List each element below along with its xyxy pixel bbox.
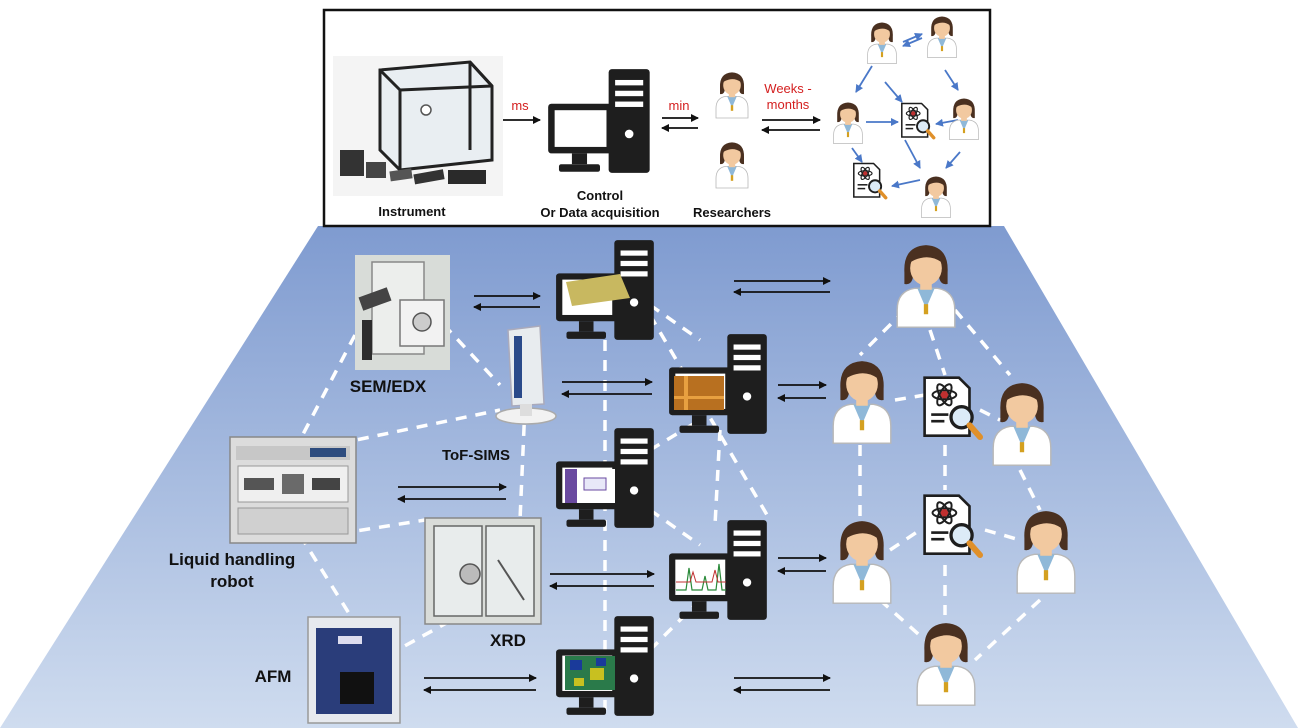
xrd-photo — [424, 517, 542, 625]
arrow-pair-icon — [473, 292, 541, 311]
timescale-min: min — [669, 98, 690, 113]
afm-photo — [307, 616, 401, 724]
top-panel: Instrument ms Control Or Data acquisitio… — [322, 8, 992, 228]
liquid-handling-label-line2: robot — [210, 572, 254, 591]
control-label-line1: Control — [577, 188, 623, 203]
timescale-weeks-line2: months — [767, 97, 810, 112]
control-label-line2: Or Data acquisition — [540, 205, 659, 220]
arrow-pair-icon — [733, 277, 831, 296]
liquid-handling-photo — [229, 436, 357, 544]
arrow-pair-icon — [777, 554, 827, 575]
sem-edx-label: SEM/EDX — [350, 377, 427, 396]
collaboration-network — [851, 33, 961, 189]
xrd-pattern-screen — [676, 563, 726, 591]
arrow-pair-icon — [733, 674, 831, 694]
afm-label: AFM — [255, 667, 292, 686]
arrow-pair-icon — [561, 378, 653, 398]
arrow-pair-icon — [777, 381, 827, 402]
tof-sims-label: ToF-SIMS — [442, 447, 510, 464]
arrow-pair-icon — [397, 483, 507, 503]
xrd-label: XRD — [490, 631, 526, 650]
timescale-ms: ms — [511, 98, 529, 113]
researchers-label: Researchers — [693, 205, 771, 220]
timescale-weeks-line1: Weeks - — [764, 81, 811, 96]
tof-sims-photo — [495, 325, 557, 425]
sem-edx-photo — [355, 255, 450, 370]
liquid-handling-label-line1: Liquid handling — [169, 550, 296, 569]
instrument-photo — [333, 56, 503, 196]
sem-image-screen — [566, 274, 630, 306]
tof-image-screen — [674, 376, 724, 410]
arrow-pair-icon — [423, 674, 537, 694]
instrument-label: Instrument — [378, 204, 446, 219]
arrow-pair-icon — [549, 570, 655, 590]
